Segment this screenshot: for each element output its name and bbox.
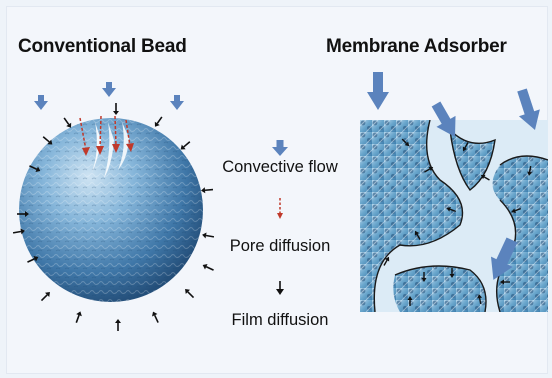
legend-pore-label: Pore diffusion xyxy=(228,236,332,256)
legend-film-label: Film diffusion xyxy=(228,310,332,330)
convective-arrow-icon xyxy=(34,95,48,110)
legend-film-icon xyxy=(276,281,284,295)
convective-arrow-icon xyxy=(102,82,116,97)
legend-convective-label: Convective flow xyxy=(222,157,338,177)
legend-pore-icon xyxy=(277,198,283,219)
convective-arrow-icon xyxy=(367,72,389,110)
bead-convective-arrows xyxy=(34,82,184,110)
legend-convective-icon xyxy=(272,140,288,156)
convective-arrow-icon xyxy=(170,95,184,110)
membrane-image xyxy=(360,120,548,312)
